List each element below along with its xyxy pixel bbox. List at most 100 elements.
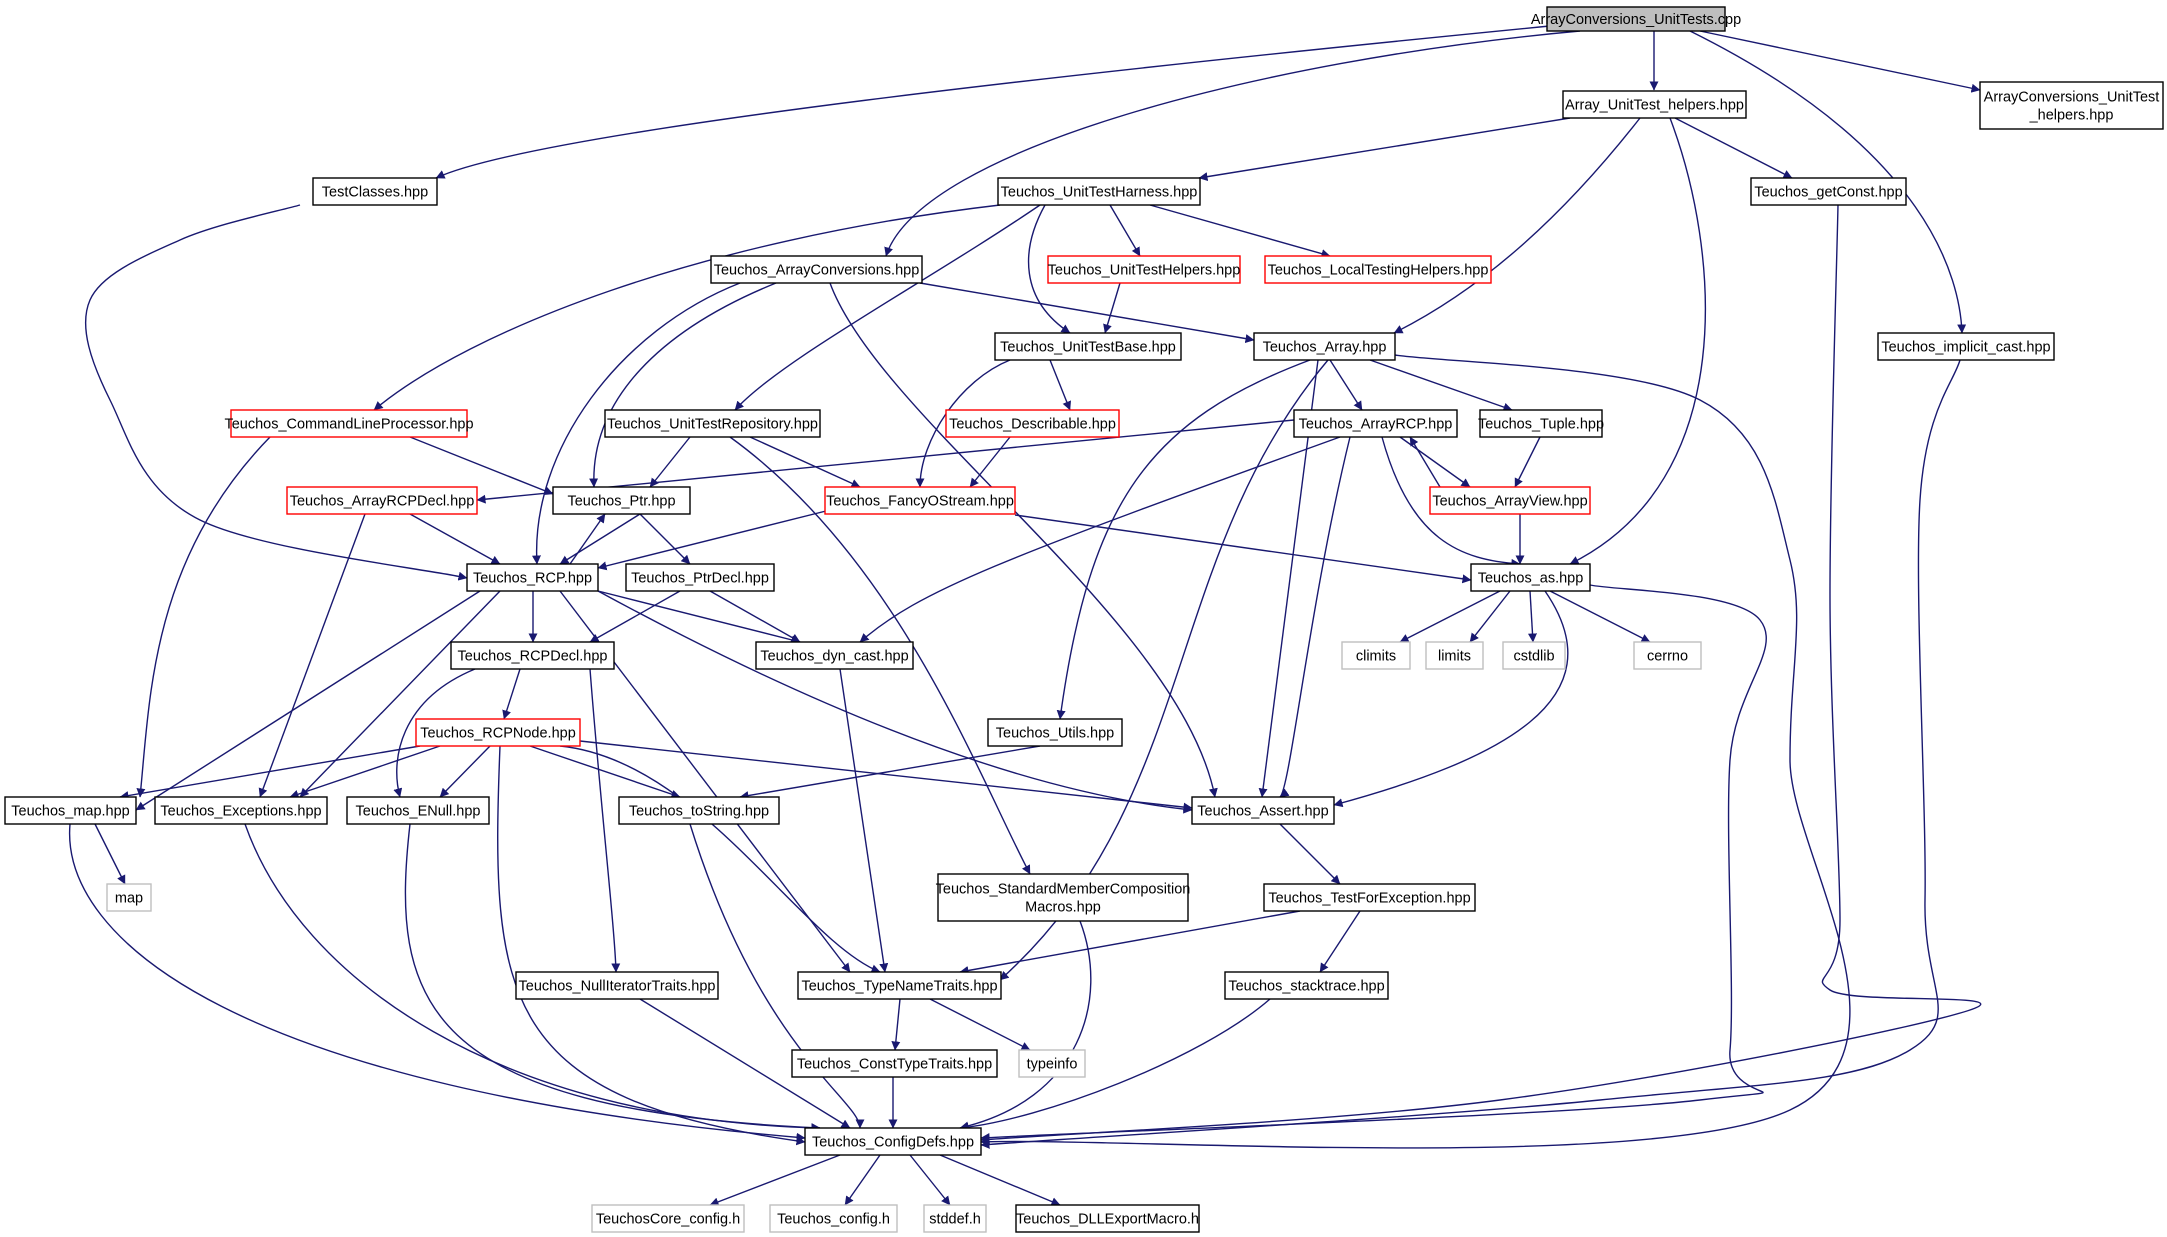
node-arrayview[interactable]: Teuchos_ArrayView.hpp xyxy=(1429,486,1591,515)
node-uthelpers[interactable]: Teuchos_UnitTestHelpers.hpp xyxy=(1047,255,1241,284)
node-box xyxy=(1047,255,1241,284)
node-cerrno: cerrno xyxy=(1633,641,1702,670)
edge-ptr-to-ptrdecl xyxy=(639,513,691,565)
node-as[interactable]: Teuchos_as.hpp xyxy=(1470,563,1591,592)
edge-configdefs-to-coreconfig xyxy=(709,1154,841,1207)
node-box xyxy=(923,1204,987,1233)
edge-utrepo-to-ptr xyxy=(649,436,691,488)
node-stacktrace[interactable]: Teuchos_stacktrace.hpp xyxy=(1224,971,1389,1000)
node-arcpdecl[interactable]: Teuchos_ArrayRCPDecl.hpp xyxy=(286,486,478,515)
node-rcp[interactable]: Teuchos_RCP.hpp xyxy=(466,563,599,592)
edge-dyncast-to-typename xyxy=(839,668,889,973)
node-map[interactable]: Teuchos_map.hpp xyxy=(4,796,137,825)
node-label: TeuchosCore_config.h xyxy=(596,1212,740,1228)
node-label: ArrayConversions_UnitTest xyxy=(1984,90,2160,106)
node-arrayrcp[interactable]: Teuchos_ArrayRCP.hpp xyxy=(1293,409,1458,438)
node-label: Teuchos_ENull.hpp xyxy=(356,804,481,820)
node-helpers[interactable]: Array_UnitTest_helpers.hpp xyxy=(1562,90,1747,119)
node-box xyxy=(1750,177,1907,206)
node-describable[interactable]: Teuchos_Describable.hpp xyxy=(945,409,1120,438)
node-assert[interactable]: Teuchos_Assert.hpp xyxy=(1191,796,1335,825)
node-label: Teuchos_TypeNameTraits.hpp xyxy=(801,979,997,995)
node-label: Teuchos_Tuple.hpp xyxy=(1478,417,1604,433)
node-nulliter[interactable]: Teuchos_NullIteratorTraits.hpp xyxy=(515,971,719,1000)
node-label: Teuchos_ArrayRCPDecl.hpp xyxy=(290,494,475,510)
edge-rcpnode-to-configdefs xyxy=(497,745,806,1146)
edge-arrconv-to-array xyxy=(919,282,1255,343)
edge-testforexc-to-typename xyxy=(959,910,1301,975)
node-label: Teuchos_config.h xyxy=(777,1212,890,1228)
node-getconst[interactable]: Teuchos_getConst.hpp xyxy=(1750,177,1907,206)
edge-rcpdecl-to-nulliter xyxy=(589,668,621,973)
edge-utrepo-to-stdmember xyxy=(729,436,1031,875)
node-rcpdecl[interactable]: Teuchos_RCPDecl.hpp xyxy=(450,641,615,670)
node-box xyxy=(346,796,490,825)
node-box xyxy=(515,971,719,1000)
node-label: Teuchos_Array.hpp xyxy=(1263,340,1387,356)
node-dllexport[interactable]: Teuchos_DLLExportMacro.h xyxy=(1015,1204,1200,1233)
node-box xyxy=(1877,332,2055,361)
edge-arrayview-to-arrayrcp xyxy=(1409,436,1441,488)
node-consttype[interactable]: Teuchos_ConstTypeTraits.hpp xyxy=(791,1049,998,1078)
edge-fancy-to-rcp xyxy=(597,509,831,571)
node-arrconv[interactable]: Teuchos_ArrayConversions.hpp xyxy=(710,255,923,284)
node-box xyxy=(604,409,821,438)
edge-rcpdecl-to-enull xyxy=(393,668,476,798)
edge-root-to-testclasses xyxy=(435,24,1561,179)
node-label: Teuchos_implicit_cast.hpp xyxy=(1881,340,2050,356)
edge-stdmember-to-configdefs xyxy=(959,920,1092,1131)
node-label: Teuchos_Ptr.hpp xyxy=(567,494,675,510)
edge-arcpdecl-to-rcp xyxy=(409,513,501,565)
edge-map-to-configdefs xyxy=(68,823,806,1142)
node-testforexc[interactable]: Teuchos_TestForException.hpp xyxy=(1263,883,1476,912)
node-implicit[interactable]: Teuchos_implicit_cast.hpp xyxy=(1877,332,2055,361)
node-array[interactable]: Teuchos_Array.hpp xyxy=(1253,332,1396,361)
node-box xyxy=(997,177,1201,206)
node-ptrdecl[interactable]: Teuchos_PtrDecl.hpp xyxy=(625,563,775,592)
node-testclasses[interactable]: TestClasses.hpp xyxy=(312,177,438,206)
node-enull[interactable]: Teuchos_ENull.hpp xyxy=(346,796,490,825)
node-acuth[interactable]: ArrayConversions_UnitTest_helpers.hpp xyxy=(1979,81,2164,130)
edge-arrconv-to-ptr xyxy=(589,282,777,488)
node-localtesting[interactable]: Teuchos_LocalTestingHelpers.hpp xyxy=(1264,255,1492,284)
node-box xyxy=(1425,641,1484,670)
edge-helpers-to-getconst xyxy=(1674,117,1793,179)
node-root[interactable]: ArrayConversions_UnitTests.cpp xyxy=(1531,6,1741,32)
node-harness[interactable]: Teuchos_UnitTestHarness.hpp xyxy=(997,177,1201,206)
node-box xyxy=(618,796,780,825)
node-rcpnode[interactable]: Teuchos_RCPNode.hpp xyxy=(415,718,581,747)
node-box xyxy=(1264,255,1492,284)
edge-enull-to-configdefs xyxy=(404,823,821,1133)
node-box xyxy=(1018,1049,1086,1078)
node-typename[interactable]: Teuchos_TypeNameTraits.hpp xyxy=(797,971,1002,1000)
node-label: Teuchos_ArrayConversions.hpp xyxy=(714,263,920,279)
node-utrepo[interactable]: Teuchos_UnitTestRepository.hpp xyxy=(604,409,821,438)
node-utils[interactable]: Teuchos_Utils.hpp xyxy=(987,718,1123,747)
node-exceptions[interactable]: Teuchos_Exceptions.hpp xyxy=(154,796,328,825)
node-label: ArrayConversions_UnitTests.cpp xyxy=(1531,12,1741,28)
node-clp[interactable]: Teuchos_CommandLineProcessor.hpp xyxy=(224,409,474,438)
node-utbase[interactable]: Teuchos_UnitTestBase.hpp xyxy=(994,332,1182,361)
node-label: Teuchos_RCPNode.hpp xyxy=(420,726,576,742)
node-configdefs[interactable]: Teuchos_ConfigDefs.hpp xyxy=(804,1127,982,1156)
node-box xyxy=(154,796,328,825)
node-tostring[interactable]: Teuchos_toString.hpp xyxy=(618,796,780,825)
edge-configdefs-to-dllexport xyxy=(939,1154,1061,1206)
node-label: Teuchos_TestForException.hpp xyxy=(1268,891,1470,907)
node-box xyxy=(106,883,152,912)
node-label: Teuchos_RCP.hpp xyxy=(473,571,592,587)
node-dyncast[interactable]: Teuchos_dyn_cast.hpp xyxy=(755,641,914,670)
node-box xyxy=(1429,486,1591,515)
node-label: Teuchos_UnitTestHelpers.hpp xyxy=(1048,263,1241,279)
node-box xyxy=(4,796,137,825)
node-fancy[interactable]: Teuchos_FancyOStream.hpp xyxy=(824,486,1016,515)
node-label: Macros.hpp xyxy=(1025,900,1101,916)
node-box xyxy=(552,486,691,515)
node-tuple[interactable]: Teuchos_Tuple.hpp xyxy=(1478,409,1604,438)
edge-helpers-to-harness xyxy=(1198,117,1571,182)
node-ptr[interactable]: Teuchos_Ptr.hpp xyxy=(552,486,691,515)
node-stdmember[interactable]: Teuchos_StandardMemberCompositionMacros.… xyxy=(936,873,1191,922)
node-box xyxy=(1470,563,1591,592)
edge-arrayrcp-to-as xyxy=(1381,436,1521,568)
